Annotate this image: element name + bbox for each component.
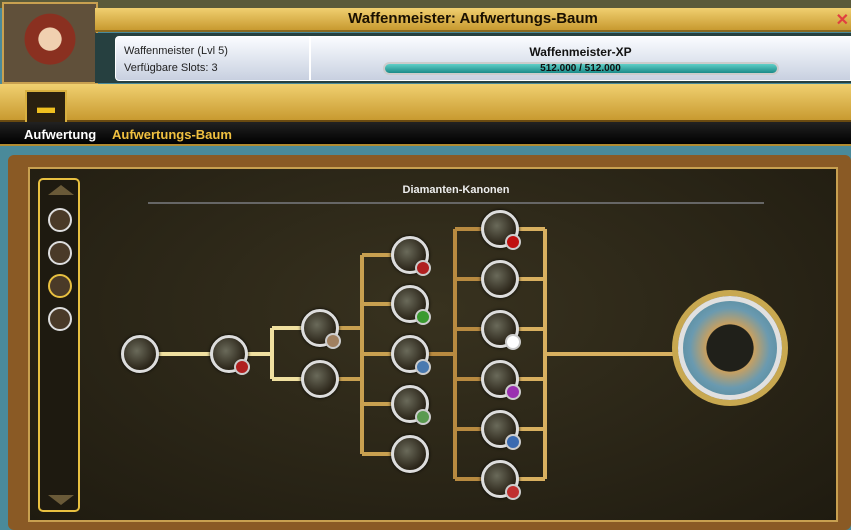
upgrade-badge-icon xyxy=(505,484,521,500)
upgrade-node[interactable] xyxy=(481,460,521,500)
upgrade-badge-icon xyxy=(415,260,431,276)
upgrade-node[interactable] xyxy=(481,360,521,400)
connector xyxy=(140,326,320,381)
avatar xyxy=(2,2,98,84)
xp-panel: Waffenmeister-XP 512.000 / 512.000 xyxy=(310,36,851,81)
upgrade-badge-icon xyxy=(505,234,521,250)
upgrade-node[interactable] xyxy=(391,236,431,276)
category-sidebar xyxy=(38,178,80,512)
scroll-down-arrow[interactable] xyxy=(48,495,74,505)
xp-title: Waffenmeister-XP xyxy=(529,45,632,59)
upgrade-node[interactable] xyxy=(301,360,339,398)
upgrade-badge-icon xyxy=(505,434,521,450)
connector xyxy=(500,227,690,481)
scroll-up-arrow[interactable] xyxy=(48,185,74,195)
upgrade-node[interactable] xyxy=(391,435,429,473)
divider xyxy=(148,202,764,204)
final-upgrade-node[interactable] xyxy=(678,296,782,400)
upgrade-node[interactable] xyxy=(121,335,159,373)
xp-value: 512.000 / 512.000 xyxy=(540,63,621,74)
category-item[interactable] xyxy=(48,307,72,331)
category-item[interactable] xyxy=(48,241,72,265)
upgrade-node[interactable] xyxy=(481,260,519,298)
connector xyxy=(410,227,500,481)
window-title: Waffenmeister: Aufwertungs-Baum xyxy=(95,8,851,32)
upgrade-node[interactable] xyxy=(481,310,521,350)
background-strip xyxy=(0,0,851,8)
upgrade-badge-icon xyxy=(505,384,521,400)
tree-heading: Diamanten-Kanonen xyxy=(402,184,510,196)
upgrade-node[interactable] xyxy=(481,410,521,450)
xp-progress-bar: 512.000 / 512.000 xyxy=(382,62,779,75)
upgrade-badge-icon xyxy=(325,333,341,349)
connector xyxy=(320,253,410,456)
upgrade-node[interactable] xyxy=(391,385,431,425)
level-label: Waffenmeister (Lvl 5) xyxy=(124,45,228,57)
upgrade-badge-icon xyxy=(415,309,431,325)
close-icon[interactable]: ✕ xyxy=(835,12,849,29)
sub-navigation xyxy=(0,122,851,146)
upgrade-node[interactable] xyxy=(301,309,341,349)
upgrade-badge-icon xyxy=(234,359,250,375)
cannon-tab-icon[interactable]: ▬ xyxy=(25,90,67,122)
slots-label: Verfügbare Slots: 3 xyxy=(124,62,218,74)
upgrade-node[interactable] xyxy=(391,335,431,375)
category-item-active[interactable] xyxy=(48,274,72,298)
upgrade-node[interactable] xyxy=(391,285,431,325)
upgrade-node[interactable] xyxy=(210,335,250,375)
category-item[interactable] xyxy=(48,208,72,232)
tab-aufwertungs-baum[interactable]: Aufwertungs-Baum xyxy=(112,127,232,142)
upgrade-badge-icon xyxy=(415,359,431,375)
upgrade-node[interactable] xyxy=(481,210,521,250)
tab-bar xyxy=(0,84,851,122)
upgrade-badge-icon xyxy=(415,409,431,425)
info-panel: Waffenmeister (Lvl 5) Verfügbare Slots: … xyxy=(115,36,310,81)
upgrade-badge-icon xyxy=(505,334,521,350)
tab-aufwertung[interactable]: Aufwertung xyxy=(24,127,97,142)
